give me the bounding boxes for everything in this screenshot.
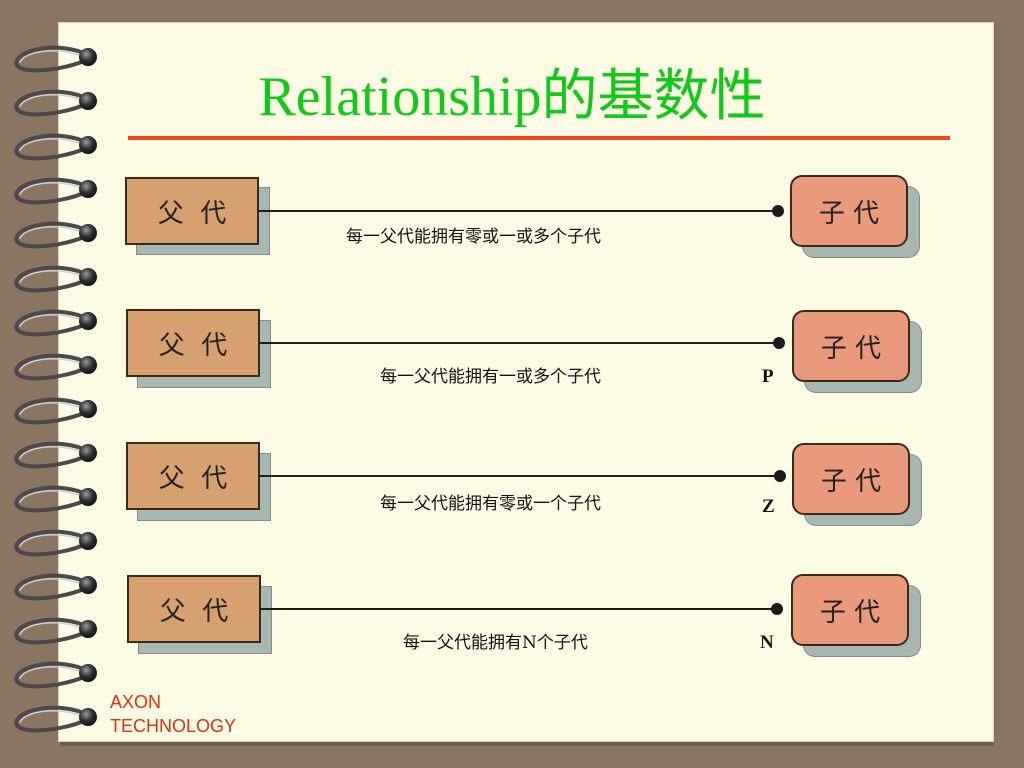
- binding-hole: [79, 92, 97, 110]
- binding-ring-highlight: [19, 534, 85, 548]
- binding-ring-highlight: [19, 138, 85, 152]
- relationship-description: 每一父代能拥有一或多个子代: [380, 367, 601, 387]
- spiral-binding: [13, 45, 97, 733]
- title-underline: [128, 136, 950, 140]
- binding-ring-highlight: [19, 94, 85, 108]
- relationship-line: [258, 210, 778, 212]
- binding-hole: [79, 312, 97, 330]
- binding-hole: [79, 136, 97, 154]
- binding-hole: [79, 488, 97, 506]
- cardinality-symbol: N: [760, 632, 774, 653]
- relationship-description: 每一父代能拥有零或一个子代: [380, 494, 601, 514]
- binding-ring-highlight: [19, 622, 85, 636]
- cardinality-dot: [771, 603, 783, 615]
- relationship-description: 每一父代能拥有零或一或多个子代: [346, 227, 601, 247]
- binding-ring: [13, 661, 89, 689]
- relationship-line: [259, 475, 779, 477]
- cardinality-dot: [774, 470, 786, 482]
- binding-ring: [13, 529, 89, 557]
- child-entity-box: 子 代: [792, 310, 910, 382]
- binding-ring: [13, 45, 89, 73]
- binding-ring-highlight: [19, 270, 85, 284]
- cardinality-dot: [772, 205, 784, 217]
- binding-hole: [79, 356, 97, 374]
- binding-ring: [13, 221, 89, 249]
- binding-ring: [13, 441, 89, 469]
- binding-hole: [79, 620, 97, 638]
- binding-ring: [13, 397, 89, 425]
- slide-title: Relationship的基数性: [258, 66, 766, 128]
- child-entity-box: 子 代: [792, 443, 910, 515]
- binding-ring-highlight: [19, 358, 85, 372]
- binding-hole: [79, 48, 97, 66]
- parent-entity-box: 父 代: [126, 442, 260, 510]
- relationship-line: [260, 608, 778, 610]
- binding-ring: [13, 573, 89, 601]
- brand-line-1: AXON: [110, 692, 162, 712]
- parent-entity-box: 父 代: [127, 575, 261, 643]
- binding-hole: [79, 576, 97, 594]
- binding-ring-highlight: [19, 578, 85, 592]
- binding-ring-highlight: [19, 666, 85, 680]
- brand-line-2: TECHNOLOGY: [110, 716, 237, 736]
- binding-ring-highlight: [19, 314, 85, 328]
- binding-ring: [13, 309, 89, 337]
- binding-hole: [79, 180, 97, 198]
- binding-ring: [13, 617, 89, 645]
- binding-hole: [79, 400, 97, 418]
- binding-hole: [79, 224, 97, 242]
- child-entity-box: 子 代: [791, 574, 909, 646]
- binding-hole: [79, 708, 97, 726]
- binding-ring-highlight: [19, 402, 85, 416]
- binding-ring: [13, 353, 89, 381]
- binding-ring: [13, 177, 89, 205]
- parent-entity-box: 父 代: [125, 177, 259, 245]
- binding-ring-highlight: [19, 490, 85, 504]
- binding-ring: [13, 133, 89, 161]
- binding-ring: [13, 89, 89, 117]
- binding-ring: [13, 265, 89, 293]
- cardinality-symbol: P: [762, 366, 774, 387]
- cardinality-dot: [773, 337, 785, 349]
- company-logo-text: AXON TECHNOLOGY: [110, 690, 236, 738]
- binding-hole: [79, 444, 97, 462]
- binding-ring-highlight: [19, 226, 85, 240]
- binding-ring: [13, 485, 89, 513]
- cardinality-symbol: Z: [762, 496, 775, 517]
- parent-entity-box: 父 代: [126, 309, 260, 377]
- binding-ring-highlight: [19, 446, 85, 460]
- binding-ring: [13, 705, 89, 733]
- relationship-line: [259, 342, 779, 344]
- relationship-description: 每一父代能拥有N个子代: [403, 633, 588, 653]
- binding-hole: [79, 664, 97, 682]
- binding-hole: [79, 268, 97, 286]
- binding-ring-highlight: [19, 710, 85, 724]
- binding-hole: [79, 532, 97, 550]
- binding-ring-highlight: [19, 50, 85, 64]
- child-entity-box: 子 代: [790, 175, 908, 247]
- binding-ring-highlight: [19, 182, 85, 196]
